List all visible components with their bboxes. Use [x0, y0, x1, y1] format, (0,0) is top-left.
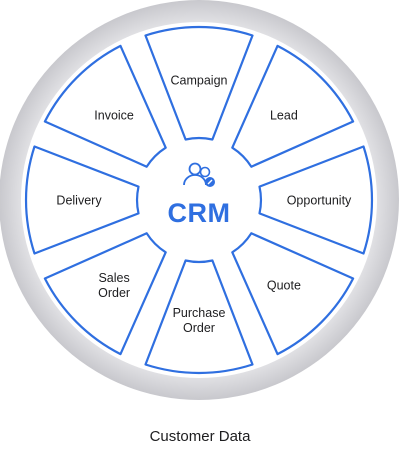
segment-label: Quote — [267, 278, 301, 292]
wheel-segment — [43, 44, 167, 168]
segment-label: Campaign — [171, 74, 228, 88]
segment-label: Purchase — [173, 306, 226, 320]
users-icon — [183, 162, 215, 187]
segment-label: Order — [183, 321, 215, 335]
segment-label: Lead — [270, 109, 298, 123]
wheel-segment — [231, 232, 355, 356]
wheel-segment — [144, 25, 254, 141]
wheel-segment — [24, 145, 140, 255]
segment-label: Opportunity — [287, 194, 352, 208]
wheel-segment — [144, 259, 254, 375]
segment-label: Order — [98, 286, 130, 300]
wheel-segment — [43, 232, 167, 356]
wheel-segment — [231, 44, 355, 168]
center-label: CRM — [168, 198, 231, 228]
crm-wheel-diagram: CampaignLeadOpportunityQuotePurchaseOrde… — [0, 0, 399, 400]
segment-label: Sales — [98, 271, 129, 285]
caption: Customer Data — [149, 428, 251, 445]
wheel-segment — [258, 145, 374, 255]
segment-label: Delivery — [56, 194, 102, 208]
segment-label: Invoice — [94, 109, 134, 123]
